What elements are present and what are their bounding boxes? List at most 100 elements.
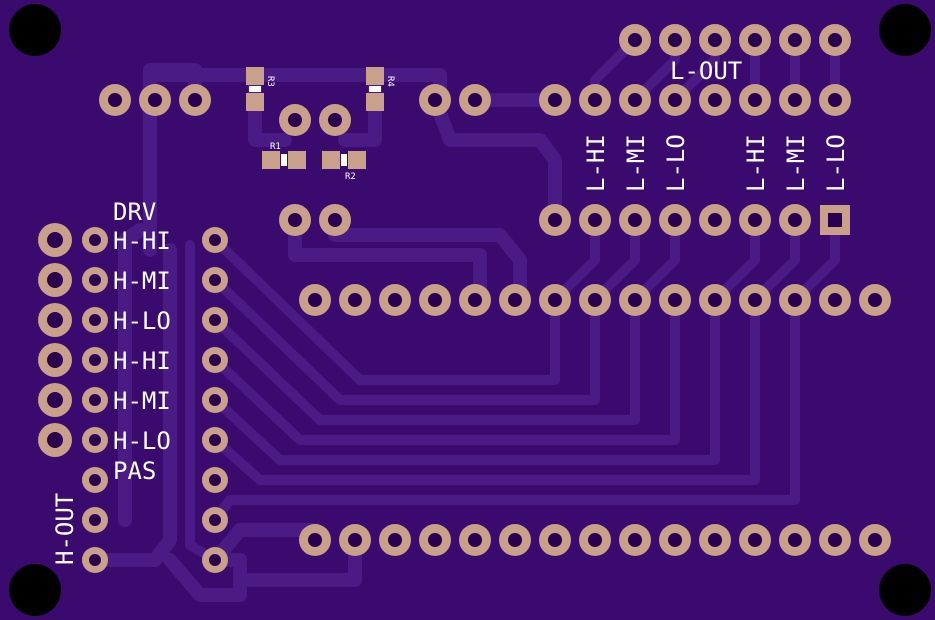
l-top-pad-2-drill (588, 93, 602, 107)
l-out-pad-6-drill (828, 33, 842, 47)
h-pad-5-drill (89, 394, 101, 406)
label-h-hi-1: H-HI (113, 227, 171, 255)
l-out-pad-3-drill (708, 33, 722, 47)
label-h-hi-2: H-HI (113, 347, 171, 375)
mcu-top-pad-13-drill (788, 293, 802, 307)
mcu-top-pad-9-drill (628, 293, 642, 307)
h-pad-9-drill (89, 554, 101, 566)
mcu-bottom-pad-10-drill (668, 533, 682, 547)
r4-body (369, 86, 381, 92)
pot-pad-1-drill (288, 113, 302, 127)
r3-pad-top (246, 67, 264, 85)
mounting-holes (9, 4, 931, 616)
r2-pad-right (348, 151, 366, 169)
r2-body (341, 154, 347, 166)
label-r2: R2 (345, 172, 356, 182)
mcu-top-pad-1-drill (308, 293, 322, 307)
mcu-bottom-pad-5-drill (468, 533, 482, 547)
mcu-bottom-pad-14-drill (828, 533, 842, 547)
h-pad-7-drill (89, 474, 101, 486)
mid-header-pad-2-drill (468, 93, 482, 107)
mcu-bottom-pad-15-drill (868, 533, 882, 547)
drv-pad-6-drill (209, 434, 221, 446)
drv-pad-5-drill (209, 394, 221, 406)
l-out-pad-5-drill (788, 33, 802, 47)
label-l-mi-1: L-MI (622, 134, 650, 192)
l-top-pad-4-drill (668, 93, 682, 107)
r2-pad-left (322, 151, 340, 169)
drv-pad-4-drill (209, 354, 221, 366)
label-l-hi-2: L-HI (742, 134, 770, 192)
left-header-pad-2-drill (148, 93, 162, 107)
mcu-top-pad-3-drill (388, 293, 402, 307)
mount-hole-top-right (879, 4, 931, 56)
left-big-pad-4-drill (47, 352, 63, 368)
drv-pad-2-drill (209, 274, 221, 286)
label-h-mi-2: H-MI (113, 387, 171, 415)
mcu-top-pad-5-drill (468, 293, 482, 307)
r1-pad-left (262, 151, 280, 169)
l-out-pad-1-drill (628, 33, 642, 47)
l-top-pad-3-drill (628, 93, 642, 107)
pot-pad-4-drill (328, 213, 342, 227)
l-top-pad-1-drill (548, 93, 562, 107)
l-bottom-pad-3-drill (628, 213, 642, 227)
mcu-top-pad-11-drill (708, 293, 722, 307)
l-bottom-pad-1-drill (548, 213, 562, 227)
left-header-pad-3-drill (188, 93, 202, 107)
label-l-mi-2: L-MI (782, 134, 810, 192)
r3-pad-bottom (246, 93, 264, 111)
label-r4: R4 (385, 76, 395, 87)
mcu-bottom-pad-12-drill (748, 533, 762, 547)
l-bottom-pad-4-drill (668, 213, 682, 227)
l-top-pad-7-drill (788, 93, 802, 107)
pot-pad-2-drill (328, 113, 342, 127)
label-h-lo-1: H-LO (113, 307, 171, 335)
h-pad-1-drill (89, 234, 101, 246)
l-bottom-pad-7-drill (788, 213, 802, 227)
pot-pad-3-drill (288, 213, 302, 227)
mcu-bottom-pad-6-drill (508, 533, 522, 547)
left-big-pad-2-drill (47, 272, 63, 288)
l-top-pad-5-drill (708, 93, 722, 107)
drv-pad-7-drill (209, 474, 221, 486)
label-l-lo-2: L-LO (822, 134, 850, 192)
left-big-pad-5-drill (47, 392, 63, 408)
label-r1: R1 (270, 142, 281, 152)
mcu-bottom-pad-7-drill (548, 533, 562, 547)
mcu-top-pad-8-drill (588, 293, 602, 307)
label-l-lo-1: L-LO (662, 134, 690, 192)
l-bottom-pad-2-drill (588, 213, 602, 227)
mount-hole-top-left (9, 4, 61, 56)
left-header-pad-1-drill (108, 93, 122, 107)
h-pad-6-drill (89, 434, 101, 446)
mcu-top-pad-15-drill (868, 293, 882, 307)
mcu-bottom-pad-3-drill (388, 533, 402, 547)
l-out-pad-2-drill (668, 33, 682, 47)
h-pad-4-drill (89, 354, 101, 366)
mcu-top-pad-2-drill (348, 293, 362, 307)
label-h-lo-2: H-LO (113, 427, 171, 455)
l-bottom-pad-5-drill (708, 213, 722, 227)
mcu-bottom-pad-11-drill (708, 533, 722, 547)
drv-pad-9-drill (209, 554, 221, 566)
mount-hole-bottom-left (9, 564, 61, 616)
r1-pad-right (288, 151, 306, 169)
label-h-mi-1: H-MI (113, 267, 171, 295)
mcu-bottom-pad-4-drill (428, 533, 442, 547)
left-big-pad-3-drill (47, 312, 63, 328)
r4-pad-bottom (366, 93, 384, 111)
l-out-pad-4-drill (748, 33, 762, 47)
drv-pad-8-drill (209, 514, 221, 526)
mcu-bottom-pad-1-drill (308, 533, 322, 547)
label-drv: DRV (113, 198, 156, 226)
mcu-top-pad-12-drill (748, 293, 762, 307)
mount-hole-bottom-right (879, 564, 931, 616)
traces (88, 35, 840, 602)
mcu-bottom-pad-2-drill (348, 533, 362, 547)
drv-pad-3-drill (209, 314, 221, 326)
pads (38, 24, 891, 573)
label-h-out: H-OUT (51, 493, 79, 565)
l-top-pad-8-drill (828, 93, 842, 107)
